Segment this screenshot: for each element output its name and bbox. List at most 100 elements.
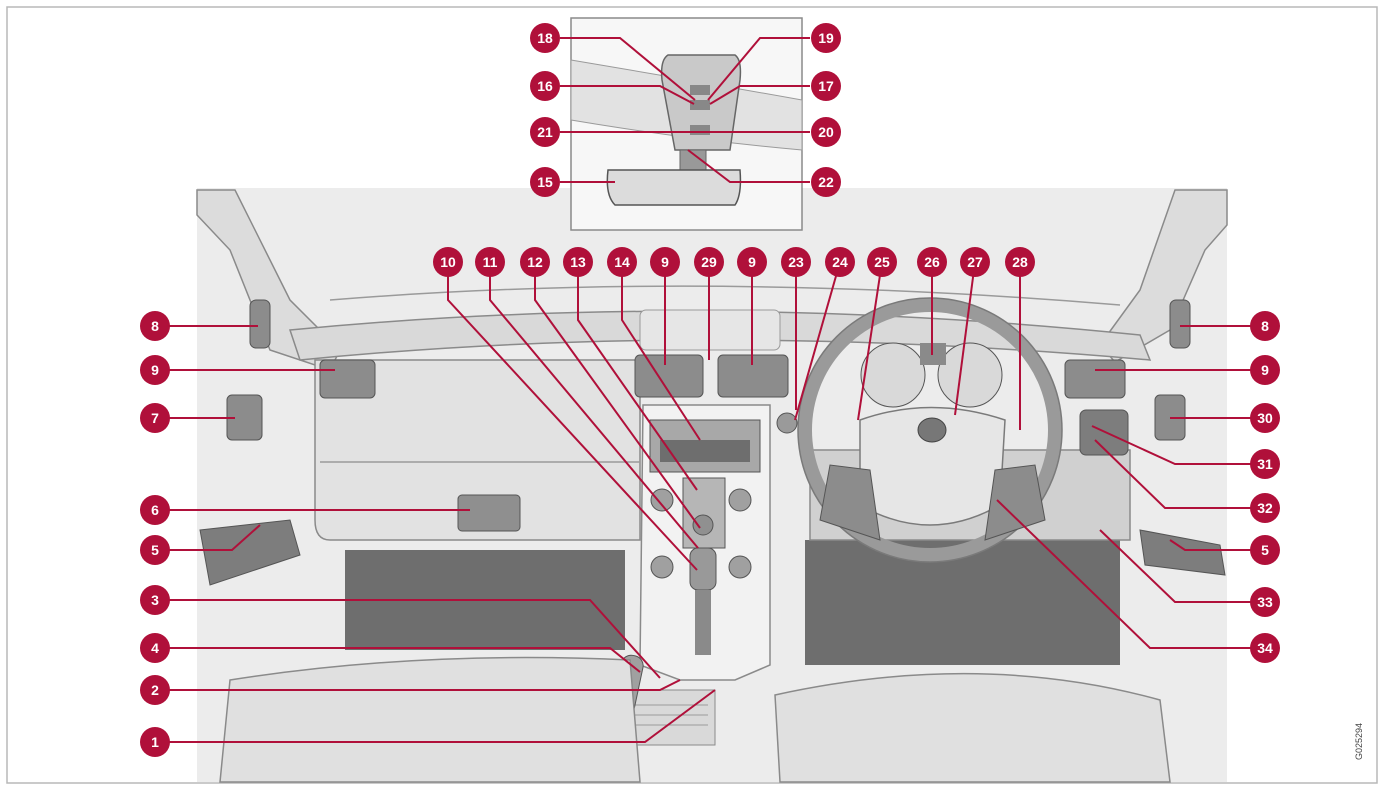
callout-14: 14	[607, 247, 637, 277]
callout-9-left: 9	[140, 355, 170, 385]
callout-32: 32	[1250, 493, 1280, 523]
callout-26: 26	[917, 247, 947, 277]
left-side-vent	[319, 359, 376, 399]
callout-27: 27	[960, 247, 990, 277]
console-knob-tr	[728, 488, 752, 512]
console-center-knob	[692, 514, 714, 536]
callout-25: 25	[867, 247, 897, 277]
callout-23: 23	[781, 247, 811, 277]
audio-display-screen	[660, 440, 750, 462]
left-seat	[219, 656, 641, 783]
callout-9-center-right: 9	[737, 247, 767, 277]
callout-label: 9	[1261, 362, 1269, 378]
callout-label: 17	[818, 78, 834, 94]
callout-label: 26	[924, 254, 940, 270]
right-seat	[774, 672, 1171, 783]
gear-lever	[689, 547, 717, 591]
callout-7: 7	[140, 403, 170, 433]
callout-label: 18	[537, 30, 553, 46]
speedometer	[860, 342, 926, 408]
callout-label: 14	[614, 254, 630, 270]
right-door-armrest	[1139, 529, 1226, 576]
callout-10: 10	[433, 247, 463, 277]
callout-label: 19	[818, 30, 834, 46]
right-door-speaker	[1169, 299, 1191, 349]
callout-33: 33	[1250, 587, 1280, 617]
console-knob-br	[728, 555, 752, 579]
console-knob-tl	[650, 488, 674, 512]
callout-19: 19	[811, 23, 841, 53]
callout-label: 32	[1257, 500, 1273, 516]
callout-label: 3	[151, 592, 159, 608]
callout-label: 23	[788, 254, 804, 270]
callout-8-right: 8	[1250, 311, 1280, 341]
callout-label: 28	[1012, 254, 1028, 270]
left-door-armrest	[199, 519, 301, 586]
callout-label: 16	[537, 78, 553, 94]
gear-lever-boot	[695, 590, 711, 655]
callout-4: 4	[140, 633, 170, 663]
callout-label: 15	[537, 174, 553, 190]
callout-label: 21	[537, 124, 553, 140]
left-door-speaker	[249, 299, 271, 349]
callout-3: 3	[140, 585, 170, 615]
callout-label: 24	[832, 254, 848, 270]
callout-label: 12	[527, 254, 543, 270]
callout-label: 8	[151, 318, 159, 334]
callout-28: 28	[1005, 247, 1035, 277]
floor-right	[805, 540, 1120, 665]
callout-34: 34	[1250, 633, 1280, 663]
callout-30: 30	[1250, 403, 1280, 433]
console-knob-bl	[650, 555, 674, 579]
callout-label: 25	[874, 254, 890, 270]
callout-label: 5	[151, 542, 159, 558]
callout-5-right: 5	[1250, 535, 1280, 565]
callout-label: 20	[818, 124, 834, 140]
right-side-vent	[1064, 359, 1126, 399]
callout-label: 31	[1257, 456, 1273, 472]
callout-label: 27	[967, 254, 983, 270]
callout-1: 1	[140, 727, 170, 757]
windscreen-edge	[329, 285, 1121, 306]
steering-spoke-right	[984, 464, 1046, 541]
glovebox-handle	[457, 494, 521, 532]
steering-wheel-rim	[798, 298, 1062, 562]
overhead-button	[690, 85, 710, 95]
callout-21: 21	[530, 117, 560, 147]
callout-label: 8	[1261, 318, 1269, 334]
callout-label: 33	[1257, 594, 1273, 610]
callout-11: 11	[475, 247, 505, 277]
tachometer	[937, 342, 1003, 408]
steering-spoke-left	[819, 464, 881, 541]
callout-13: 13	[563, 247, 593, 277]
callout-18: 18	[530, 23, 560, 53]
callout-17: 17	[811, 71, 841, 101]
callout-label: 13	[570, 254, 586, 270]
callout-label: 2	[151, 682, 159, 698]
overhead-button	[690, 125, 710, 135]
callout-label: 9	[151, 362, 159, 378]
passenger-dash	[314, 359, 641, 541]
callout-5-left: 5	[140, 535, 170, 565]
callout-12: 12	[520, 247, 550, 277]
image-code: G025294	[1354, 723, 1364, 760]
callout-label: 1	[151, 734, 159, 750]
callout-31: 31	[1250, 449, 1280, 479]
callout-label: 9	[748, 254, 756, 270]
callout-label: 9	[661, 254, 669, 270]
callout-22: 22	[811, 167, 841, 197]
callout-8-left: 8	[140, 311, 170, 341]
callout-6: 6	[140, 495, 170, 525]
callout-24: 24	[825, 247, 855, 277]
callout-label: 7	[151, 410, 159, 426]
callout-label: 11	[483, 254, 498, 270]
brand-emblem	[917, 417, 947, 443]
callout-leader-lines	[158, 37, 1262, 743]
callout-label: 10	[440, 254, 456, 270]
callout-label: 22	[818, 174, 834, 190]
callout-9-center-left: 9	[650, 247, 680, 277]
callout-2: 2	[140, 675, 170, 705]
callout-label: 4	[151, 640, 159, 656]
callout-20: 20	[811, 117, 841, 147]
